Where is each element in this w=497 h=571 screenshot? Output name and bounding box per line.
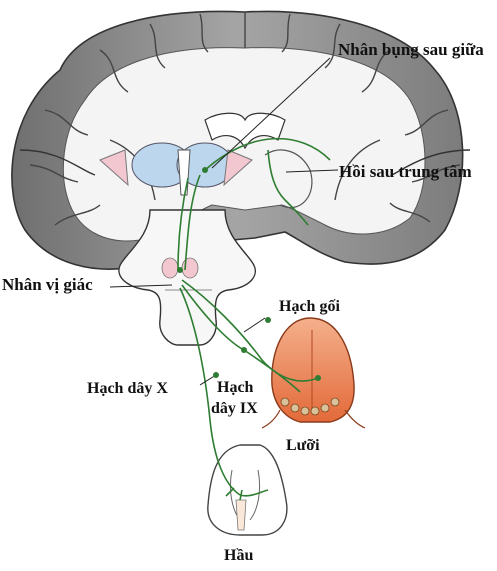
brainstem — [118, 209, 256, 346]
nucleus-left — [161, 257, 179, 279]
pharynx-outline — [207, 444, 288, 536]
tongue-body — [271, 317, 355, 423]
label-postcentral-gyrus: Hồi sau trung tâm — [339, 162, 472, 181]
sulci — [29, 12, 461, 226]
pharynx-illustration — [207, 444, 288, 536]
label-tongue: Lưỡi — [286, 437, 320, 454]
sylvian-fissure-left — [19, 149, 96, 176]
label-gustatory-nucleus: Nhân vị giác — [2, 275, 93, 294]
tongue-right-root — [344, 409, 366, 429]
tongue-left-root — [261, 409, 281, 429]
label-ix-ganglion-line1: Hạch — [217, 379, 254, 396]
putamen-right — [223, 149, 253, 187]
epiglottis — [235, 499, 247, 531]
putamen-left — [99, 149, 129, 187]
lateral-ventricles — [204, 112, 286, 150]
sylvian-fissure-right — [391, 149, 471, 176]
circumvallate-papillae — [280, 397, 340, 416]
leader-lines — [109, 57, 339, 386]
brain-coronal-section — [11, 10, 471, 270]
label-geniculate-ganglion: Hạch gối — [279, 298, 340, 315]
label-nucleus-vpm: Nhân bụng sau giữa — [338, 40, 484, 59]
label-ix-ganglion-line2: dây IX — [211, 400, 258, 417]
temporal-fold — [264, 149, 313, 209]
label-vagus-ganglion: Hạch dây X — [87, 380, 168, 397]
ganglion-dots — [177, 167, 321, 381]
label-pharynx: Hầu — [224, 547, 254, 564]
tongue-illustration — [261, 317, 366, 429]
